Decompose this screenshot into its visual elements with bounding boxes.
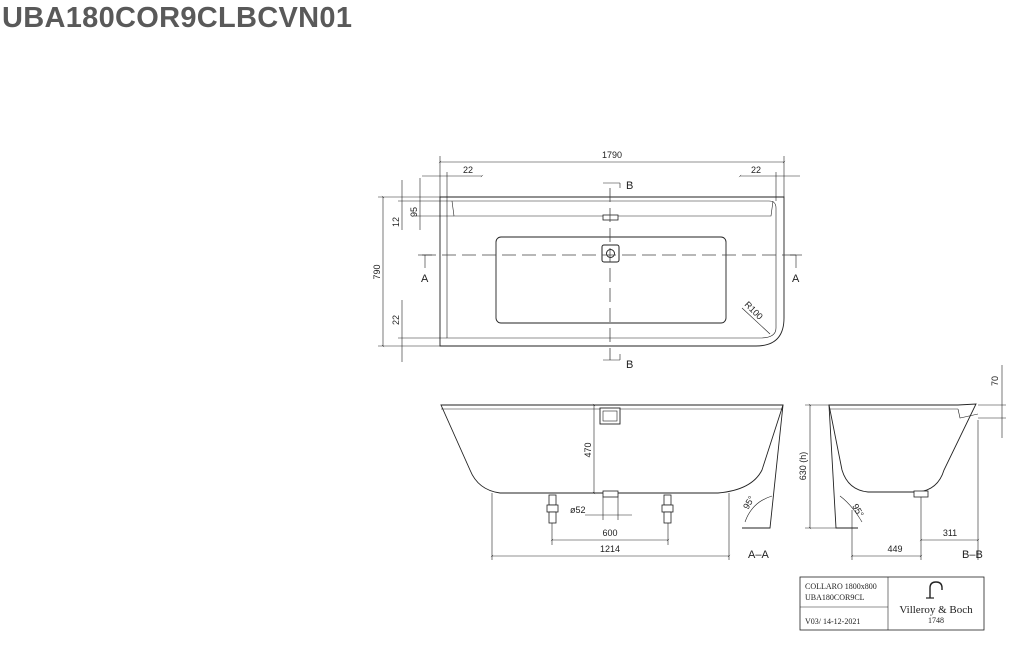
dim-side-rim: 70 [990, 376, 1000, 386]
front-overflow [599, 407, 621, 425]
dim-overall-length: 1790 [602, 150, 622, 160]
dim-offset: 311 [943, 528, 957, 538]
tb-brand: Villeroy & Boch [899, 604, 973, 616]
dim-waste: ø52 [570, 505, 586, 515]
section-a-right: A [792, 273, 800, 285]
section-a-left: A [421, 273, 429, 285]
section-b-bottom: B [626, 359, 633, 371]
front-view: 470 ø52 600 1214 95° A–A [440, 403, 784, 561]
dim-bottom-22: 22 [391, 315, 401, 325]
plan-drain [601, 244, 620, 263]
plan-inner-rim [446, 200, 777, 339]
plan-basin [495, 236, 727, 324]
brand-logo-icon [926, 581, 943, 599]
dim-radius: R100 [743, 299, 765, 321]
front-tub-outline [440, 404, 784, 494]
dim-height: 630 (h) [798, 452, 808, 481]
plan-outline [439, 196, 785, 347]
dim-depth: 470 [583, 442, 593, 457]
foot-left [546, 494, 559, 524]
section-label-bb: B–B [962, 549, 983, 561]
foot-right [661, 494, 674, 524]
plan-back-ledge [451, 200, 774, 217]
tb-brand-year: 1748 [928, 616, 944, 625]
tb-model: COLLARO 1800x800 [805, 582, 877, 591]
page-title: UBA180COR9CLBCVN01 [2, 2, 353, 34]
dim-base-449: 449 [887, 544, 902, 554]
dim-base-length: 1214 [600, 544, 620, 554]
side-tub-outline [828, 403, 977, 493]
dim-rim-12: 12 [391, 217, 401, 227]
tb-code: UBA180COR9CL [805, 593, 865, 602]
dim-angle-side: 95° [850, 502, 866, 519]
side-view: 630 (h) 70 311 449 95° B–B [798, 365, 1006, 561]
plan-overflow [602, 214, 619, 221]
dim-left-margin: 22 [463, 165, 473, 175]
plan-view: A A B B 1790 22 22 790 12 95 [372, 150, 802, 371]
section-label-aa: A–A [748, 549, 769, 561]
dim-rim-95: 95 [409, 207, 419, 217]
title-block: COLLARO 1800x800 UBA180COR9CL V03/ 14-12… [799, 576, 985, 631]
dim-angle-front: 95° [741, 494, 757, 511]
dim-right-margin: 22 [751, 165, 761, 175]
tb-version: V03/ 14-12-2021 [805, 617, 860, 626]
dim-overall-width: 790 [372, 264, 382, 279]
section-b-top: B [626, 180, 633, 192]
dim-feet: 600 [602, 528, 617, 538]
